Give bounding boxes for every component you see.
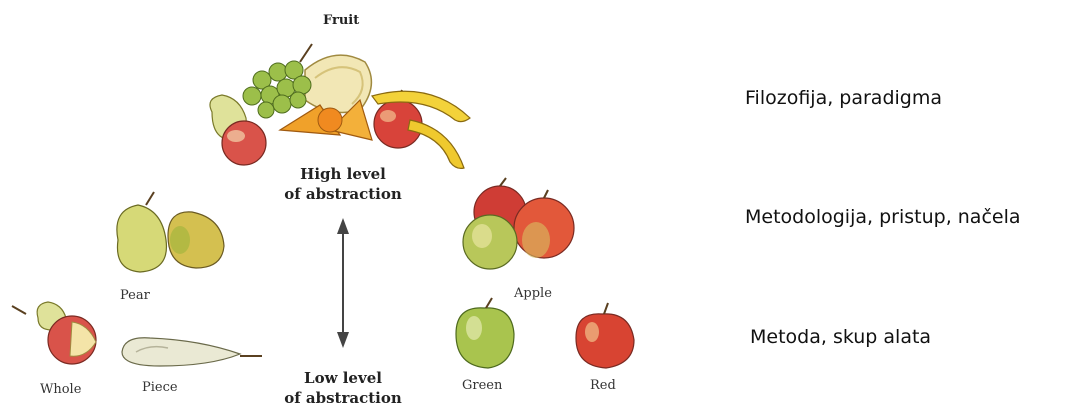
fruit-label: Fruit <box>323 13 359 28</box>
pear-piece-illustration <box>122 338 262 366</box>
level-methodology-text: Metodologija, pristup, načela <box>745 206 1021 228</box>
red-label: Red <box>590 378 616 393</box>
high-abstraction-line1: High level <box>283 164 403 184</box>
low-abstraction-label: Low level of abstraction <box>283 368 403 408</box>
whole-pear-illustration <box>12 302 96 364</box>
level-method-text: Metoda, skup alata <box>750 326 931 348</box>
green-label: Green <box>462 378 502 393</box>
low-abstraction-line2: of abstraction <box>283 388 403 408</box>
abstraction-arrow <box>337 218 349 348</box>
high-abstraction-label: High level of abstraction <box>283 164 403 204</box>
high-abstraction-line2: of abstraction <box>283 184 403 204</box>
apple-label: Apple <box>514 286 552 301</box>
level-philosophy-text: Filozofija, paradigma <box>745 87 942 109</box>
apples-illustration <box>463 178 574 269</box>
pears-illustration <box>117 192 224 272</box>
whole-label: Whole <box>40 382 81 397</box>
fruit-basket-illustration <box>210 44 470 168</box>
piece-label: Piece <box>142 380 178 395</box>
pear-label: Pear <box>120 288 150 303</box>
red-apple-illustration <box>576 303 634 368</box>
low-abstraction-line1: Low level <box>283 368 403 388</box>
green-apple-illustration <box>456 298 514 368</box>
